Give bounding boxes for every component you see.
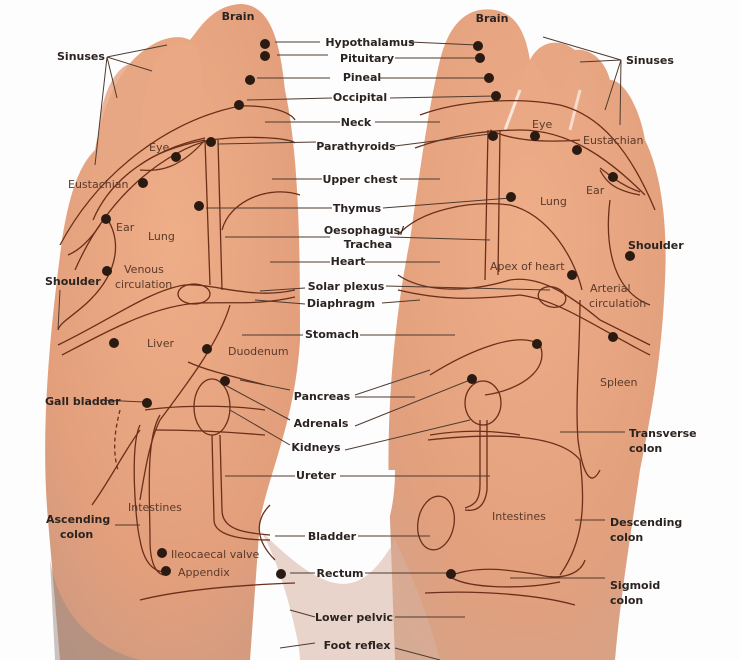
label-brain-right: Brain xyxy=(475,12,509,25)
label-transverse-colon-1: Transverse xyxy=(629,427,697,440)
label-intestines-right: Intestines xyxy=(492,510,546,523)
label-parathyroids: Parathyroids xyxy=(316,140,396,153)
label-lung-left: Lung xyxy=(148,230,175,243)
right-foot xyxy=(388,9,666,660)
reflex-points xyxy=(101,39,635,579)
label-venous-circulation-2: circulation xyxy=(115,278,173,291)
left-zone-lines xyxy=(57,105,301,601)
label-heart: Heart xyxy=(330,255,366,268)
label-stomach: Stomach xyxy=(305,328,359,341)
label-shoulder-left: Shoulder xyxy=(45,275,101,288)
label-sigmoid-colon-1: Sigmoid xyxy=(610,579,661,592)
label-spleen: Spleen xyxy=(600,376,638,389)
label-ear-left: Ear xyxy=(116,221,135,234)
label-diaphragm: Diaphragm xyxy=(306,297,376,310)
label-eye-left: Eye xyxy=(149,141,170,154)
label-lower-pelvic: Lower pelvic xyxy=(314,611,394,624)
label-gall-bladder: Gall bladder xyxy=(45,395,121,408)
label-eustachian-right: Eustachian xyxy=(583,134,644,147)
label-arterial-circulation-1: Arterial xyxy=(590,282,631,295)
right-zone-lines xyxy=(397,100,656,606)
label-upper-chest: Upper chest xyxy=(322,173,398,186)
label-foot-reflex: Foot reflex xyxy=(323,639,391,652)
label-appendix: Appendix xyxy=(178,566,230,579)
label-sigmoid-colon-2: colon xyxy=(610,594,644,607)
label-occipital: Occipital xyxy=(332,91,388,104)
label-ascending-colon-1: Ascending xyxy=(46,513,111,526)
label-oesophagus: Oesophagus/ xyxy=(323,224,405,237)
label-intestines-left: Intestines xyxy=(128,501,182,514)
label-pineal: Pineal xyxy=(342,71,382,84)
label-hypothalamus: Hypothalamus xyxy=(325,36,415,49)
label-adrenals: Adrenals xyxy=(293,417,349,430)
label-ureter: Ureter xyxy=(296,469,336,482)
label-thymus: Thymus xyxy=(332,202,382,215)
label-duodenum: Duodenum xyxy=(228,345,289,358)
label-shoulder-right: Shoulder xyxy=(628,239,684,252)
label-ear-right: Ear xyxy=(586,184,605,197)
label-solar-plexus: Solar plexus xyxy=(307,280,385,293)
label-pancreas: Pancreas xyxy=(293,390,351,403)
label-rectum: Rectum xyxy=(316,567,364,580)
label-descending-colon-2: colon xyxy=(610,531,644,544)
label-ascending-colon-2: colon xyxy=(60,528,94,541)
label-sinuses-left: Sinuses xyxy=(57,50,105,63)
label-eustachian-left: Eustachian xyxy=(68,178,129,191)
label-apex-of-heart: Apex of heart xyxy=(490,260,565,273)
label-neck: Neck xyxy=(340,116,372,129)
label-brain-left: Brain xyxy=(221,10,255,23)
label-bladder: Bladder xyxy=(307,530,357,543)
label-transverse-colon-2: colon xyxy=(629,442,663,455)
leader-lines xyxy=(57,36,625,660)
label-kidneys: Kidneys xyxy=(291,441,341,454)
label-descending-colon-1: Descending xyxy=(610,516,683,529)
label-ileocaecal-valve: Ileocaecal valve xyxy=(171,548,260,561)
label-pituitary: Pituitary xyxy=(340,52,394,65)
label-venous-circulation-1: Venous xyxy=(124,263,164,276)
label-liver: Liver xyxy=(147,337,174,350)
label-lung-right: Lung xyxy=(540,195,567,208)
left-foot xyxy=(45,4,300,660)
label-sinuses-right: Sinuses xyxy=(626,54,674,67)
label-trachea: Trachea xyxy=(343,238,393,251)
label-eye-right: Eye xyxy=(532,118,553,131)
label-arterial-circulation-2: circulation xyxy=(589,297,647,310)
